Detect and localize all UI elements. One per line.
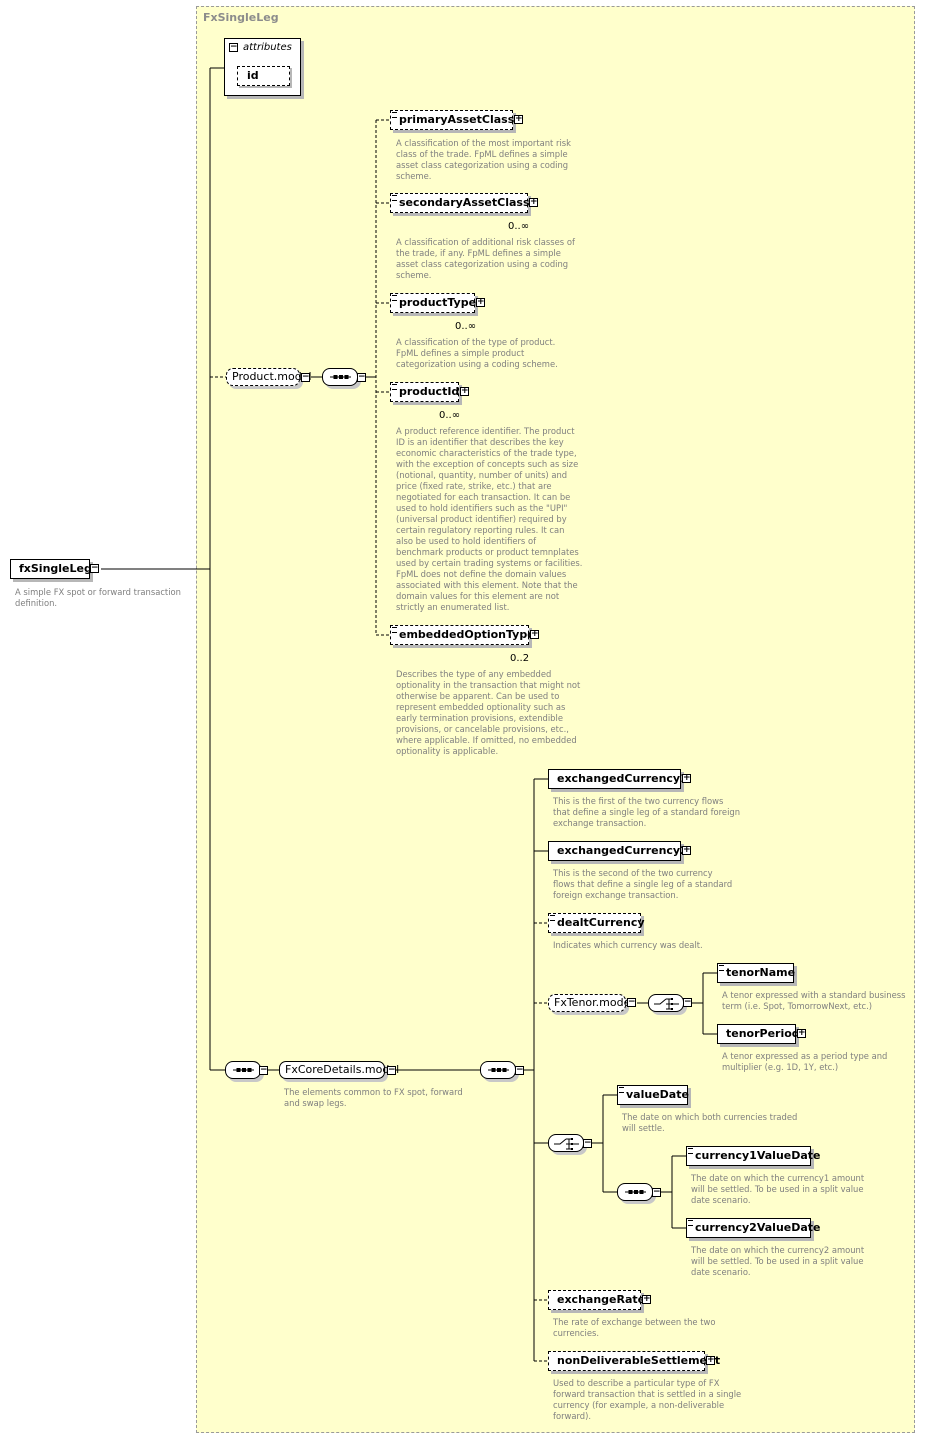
- element-name: currency2ValueDate: [695, 1221, 821, 1234]
- group-name: Product.model: [232, 370, 312, 383]
- group-product-model[interactable]: Product.model: [226, 368, 312, 386]
- tenorName-doc: A tenor expressed with a standard busine…: [722, 990, 906, 1011]
- expand-primaryAssetClass-icon[interactable]: +: [514, 114, 523, 124]
- expand-nonDeliverableSettlement-icon[interactable]: +: [706, 1355, 715, 1365]
- element-name: tenorName: [726, 966, 796, 979]
- container-title: FxSingleLeg: [203, 11, 279, 24]
- element-exchangedCurrency1[interactable]: exchangedCurrency1: [548, 769, 688, 789]
- element-name: dealtCurrency: [557, 916, 645, 929]
- collapse-fxSingleLeg-icon[interactable]: −: [90, 563, 99, 573]
- element-exchangeRate[interactable]: exchangeRate: [548, 1290, 645, 1310]
- element-name: exchangeRate: [557, 1293, 646, 1306]
- element-primaryAssetClass[interactable]: primaryAssetClass: [390, 110, 515, 130]
- element-valueDate[interactable]: valueDate: [617, 1085, 689, 1105]
- expand-productType-icon[interactable]: +: [476, 297, 485, 307]
- choice-compositor-valuedate[interactable]: [548, 1134, 584, 1152]
- expand-tenorPeriod-icon[interactable]: +: [797, 1028, 806, 1038]
- embeddedOptionType-cardinality: 0..2: [510, 653, 530, 664]
- sequence-icon: [233, 1068, 254, 1072]
- element-name: primaryAssetClass: [399, 113, 515, 126]
- dealtCurrency-doc: Indicates which currency was dealt.: [553, 940, 703, 950]
- valueDate-doc: The date on which both currencies traded…: [622, 1112, 798, 1133]
- attribute-id[interactable]: id: [237, 66, 290, 86]
- choice-compositor-tenor[interactable]: [648, 994, 684, 1012]
- element-tenorName[interactable]: tenorName: [717, 963, 796, 983]
- sequence-icon: [488, 1068, 509, 1072]
- element-tenorPeriod[interactable]: tenorPeriod: [717, 1024, 800, 1044]
- attributes-title: attributes: [243, 42, 292, 53]
- choice-icon: [654, 998, 679, 1010]
- secondaryAssetClass-doc: A classification of additional risk clas…: [396, 237, 575, 280]
- choice-icon: [554, 1138, 579, 1150]
- group-name: FxCoreDetails.model: [285, 1063, 400, 1076]
- element-productType[interactable]: productType: [390, 293, 477, 313]
- currency1ValueDate-doc: The date on which the currency1 amount w…: [691, 1173, 865, 1205]
- element-name: exchangedCurrency1: [557, 772, 688, 785]
- collapse-fxcoredetails-icon[interactable]: −: [387, 1065, 396, 1075]
- element-name: productId: [399, 385, 460, 398]
- collapse-main-sequence-icon[interactable]: −: [259, 1065, 268, 1075]
- complex-type-container: [196, 6, 915, 1433]
- collapse-valuedate-choice-icon[interactable]: −: [583, 1138, 592, 1148]
- expand-productId-icon[interactable]: +: [460, 386, 469, 396]
- sequence-icon: [625, 1190, 646, 1194]
- group-fxtenor-model[interactable]: FxTenor.model: [548, 994, 633, 1012]
- secondaryAssetClass-cardinality: 0..∞: [508, 221, 530, 232]
- expand-exchangedCurrency2-icon[interactable]: +: [682, 845, 691, 855]
- element-name: exchangedCurrency2: [557, 844, 688, 857]
- element-name: fxSingleLeg: [19, 562, 92, 575]
- element-name: productType: [399, 296, 477, 309]
- sequence-compositor-main[interactable]: [225, 1061, 261, 1079]
- collapse-splitdate-sequence-icon[interactable]: −: [652, 1187, 661, 1197]
- collapse-core-sequence-icon[interactable]: −: [515, 1065, 524, 1075]
- collapse-product-sequence-icon[interactable]: −: [357, 372, 366, 382]
- group-name: FxTenor.model: [554, 996, 634, 1009]
- sequence-compositor-splitdate[interactable]: [617, 1183, 653, 1201]
- exchangeRate-doc: The rate of exchange between the two cur…: [553, 1317, 716, 1338]
- collapse-fxtenor-icon[interactable]: −: [627, 997, 636, 1007]
- element-name: nonDeliverableSettlement: [557, 1354, 721, 1367]
- element-nonDeliverableSettlement[interactable]: nonDeliverableSettlement: [548, 1351, 720, 1371]
- productType-cardinality: 0..∞: [455, 321, 477, 332]
- expand-exchangedCurrency1-icon[interactable]: +: [682, 773, 691, 783]
- collapse-product-model-icon[interactable]: −: [301, 372, 310, 382]
- exchangedCurrency2-doc: This is the second of the two currency f…: [553, 868, 733, 900]
- currency2ValueDate-doc: The date on which the currency2 amount w…: [691, 1245, 865, 1277]
- element-secondaryAssetClass[interactable]: secondaryAssetClass: [390, 193, 530, 213]
- primaryAssetClass-doc: A classification of the most important r…: [396, 138, 571, 181]
- element-name: tenorPeriod: [726, 1027, 800, 1040]
- element-currency2ValueDate[interactable]: currency2ValueDate: [686, 1218, 821, 1238]
- collapse-tenor-choice-icon[interactable]: −: [683, 997, 692, 1007]
- expand-secondaryAssetClass-icon[interactable]: +: [529, 197, 538, 207]
- element-currency1ValueDate[interactable]: currency1ValueDate: [686, 1146, 821, 1166]
- element-name: currency1ValueDate: [695, 1149, 821, 1162]
- sequence-compositor-core[interactable]: [480, 1061, 516, 1079]
- expand-exchangeRate-icon[interactable]: +: [642, 1294, 651, 1304]
- tenorPeriod-doc: A tenor expressed as a period type and m…: [722, 1051, 888, 1072]
- productId-cardinality: 0..∞: [439, 410, 461, 421]
- exchangedCurrency1-doc: This is the first of the two currency fl…: [553, 796, 741, 828]
- productId-doc: A product reference identifier. The prod…: [396, 426, 583, 612]
- fxSingleLeg-doc: A simple FX spot or forward transaction …: [15, 587, 181, 608]
- element-dealtCurrency[interactable]: dealtCurrency: [548, 913, 645, 933]
- sequence-compositor-product[interactable]: [322, 368, 358, 386]
- element-name: valueDate: [626, 1088, 689, 1101]
- productType-doc: A classification of the type of product.…: [396, 337, 558, 369]
- element-fxSingleLeg[interactable]: fxSingleLeg: [10, 559, 92, 579]
- sequence-icon: [330, 375, 351, 379]
- element-name: secondaryAssetClass: [399, 196, 530, 209]
- element-exchangedCurrency2[interactable]: exchangedCurrency2: [548, 841, 688, 861]
- element-embeddedOptionType[interactable]: embeddedOptionType: [390, 625, 535, 645]
- fxcoredetails-doc: The elements common to FX spot, forward …: [284, 1087, 463, 1108]
- group-fxcoredetails-model[interactable]: FxCoreDetails.model: [279, 1061, 399, 1079]
- embeddedOptionType-doc: Describes the type of any embedded optio…: [396, 669, 581, 756]
- element-name: embeddedOptionType: [399, 628, 535, 641]
- expand-embeddedOptionType-icon[interactable]: +: [530, 629, 539, 639]
- collapse-attributes-icon[interactable]: −: [229, 42, 238, 52]
- nonDeliverableSettlement-doc: Used to describe a particular type of FX…: [553, 1378, 742, 1421]
- element-productId[interactable]: productId: [390, 382, 459, 402]
